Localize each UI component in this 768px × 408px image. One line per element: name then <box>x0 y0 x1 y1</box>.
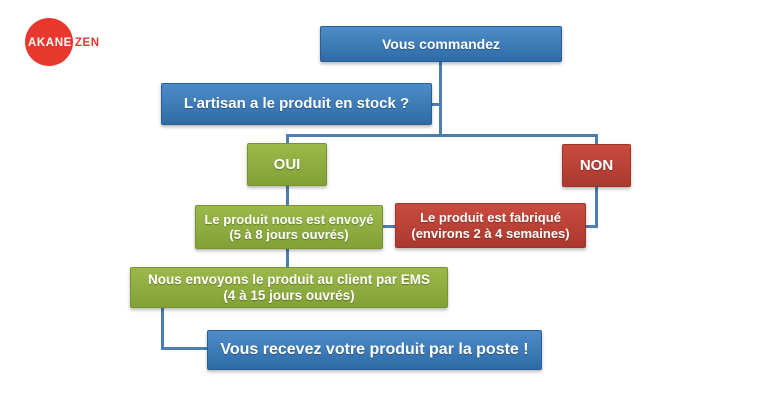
connector-branch-to-non <box>595 134 598 147</box>
logo-circle-icon <box>25 18 73 66</box>
node-envoi-ems-line1: Nous envoyons le produit au client par E… <box>147 271 431 287</box>
connector-non-down <box>595 187 598 228</box>
connector-non-to-fabrique <box>586 225 598 228</box>
node-vous-commandez-label: Vous commandez <box>382 35 500 52</box>
node-reception-poste: Vous recevez votre produit par la poste … <box>207 330 542 370</box>
node-produit-fabrique: Le produit est fabriqué (environs 2 à 4 … <box>395 203 586 248</box>
node-vous-commandez: Vous commandez <box>320 26 562 62</box>
node-non-label: NON <box>579 156 614 174</box>
connector-ems-down <box>161 308 164 350</box>
node-artisan-stock-label: L'artisan a le produit en stock ? <box>183 95 410 113</box>
node-artisan-stock: L'artisan a le produit en stock ? <box>161 83 432 125</box>
node-produit-fabrique-line1: Le produit est fabriqué <box>420 210 561 226</box>
connector-fabrique-to-envoye <box>383 225 395 228</box>
node-oui: OUI <box>247 143 327 186</box>
connector-ems-to-poste <box>161 347 208 350</box>
node-reception-poste-label: Vous recevez votre produit par la poste … <box>220 340 529 358</box>
node-envoi-ems-line2: (4 à 15 jours ouvrés) <box>223 287 355 303</box>
node-envoi-ems: Nous envoyons le produit au client par E… <box>130 267 448 308</box>
node-produit-fabrique-line2: (environs 2 à 4 semaines) <box>411 225 570 241</box>
logo-akane-text: AKANE <box>28 37 72 49</box>
connector-branch-to-oui <box>286 134 289 146</box>
node-produit-envoye-line2: (5 à 8 jours ouvrés) <box>229 227 349 242</box>
connector-commandez-down <box>439 62 442 137</box>
node-produit-envoye: Le produit nous est envoyé (5 à 8 jours … <box>195 205 383 249</box>
connector-stock-right <box>432 103 441 106</box>
connector-branch-horizontal <box>286 134 598 137</box>
connector-envoye-to-ems <box>286 249 289 269</box>
logo-zen-text: ZEN <box>73 37 101 49</box>
connector-oui-to-envoye <box>286 186 289 207</box>
node-oui-label: OUI <box>273 155 301 173</box>
node-non: NON <box>562 144 631 187</box>
node-produit-envoye-line1: Le produit nous est envoyé <box>204 211 374 227</box>
